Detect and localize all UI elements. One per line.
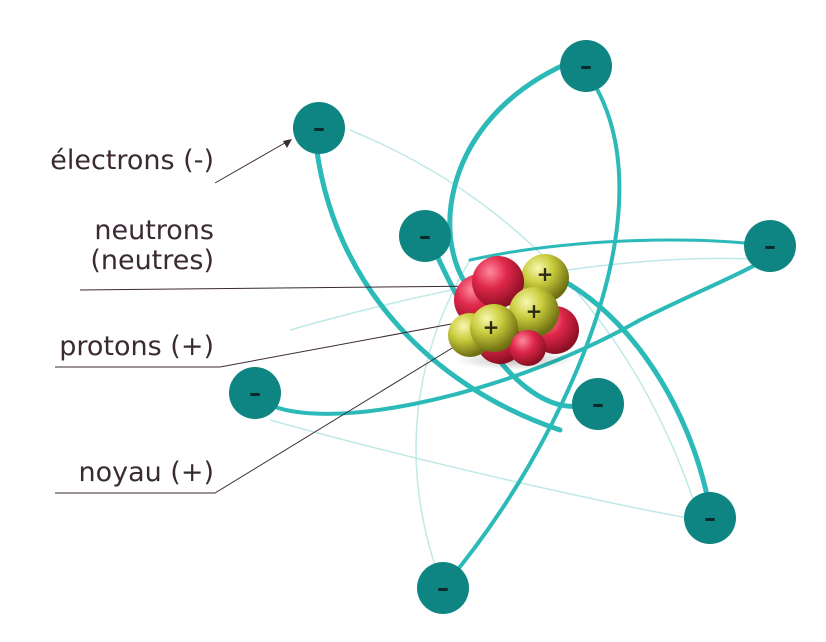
electron-8: – [417,562,469,614]
leader-protons [55,321,463,368]
orbit-faint-3 [415,259,471,581]
proton-front-1 [509,287,559,337]
svg-text:–: – [580,52,592,80]
electrons: – – – – – – – – [229,40,796,614]
orbit-2 [447,57,578,303]
label-neutrons-line1: neutrons [94,215,214,246]
nucleus: + + + [448,254,579,370]
orbit-1 [312,132,563,433]
svg-text:–: – [249,379,261,407]
neutron-front-2 [510,330,546,366]
orbits [253,57,778,587]
electron-6: – [572,378,624,430]
orbit-faint-4 [269,419,701,521]
electron-4: – [744,220,796,272]
svg-text:–: – [704,504,716,532]
electron-7: – [684,492,736,544]
leader-noyau [55,341,463,494]
proton-front-2 [470,304,518,352]
electron-3: – [399,210,451,262]
orbit-3 [443,68,622,587]
label-neutrons-line2: (neutres) [90,245,214,276]
label-electrons: électrons (-) [50,145,214,176]
electron-2: – [560,40,612,92]
orbit-7 [468,238,767,262]
leader-neutrons [79,285,489,291]
proton-sign-1: + [537,262,554,286]
label-noyau: noyau (+) [78,457,214,488]
svg-text:–: – [592,390,604,418]
svg-text:–: – [419,222,431,250]
neutron-front-1 [472,256,524,308]
svg-text:–: – [764,232,776,260]
leader-electrons [214,139,291,184]
svg-text:–: – [313,114,325,142]
svg-text:–: – [437,574,449,602]
leader-lines [55,139,489,494]
proton-sign-2: + [526,299,543,323]
orbit-4 [253,243,778,416]
proton-sign-3: + [483,315,500,339]
electron-5: – [229,367,281,419]
arrowhead-electrons [283,139,292,148]
orbit-6 [537,267,713,513]
label-protons: protons (+) [59,331,214,362]
label-neutrons: neutrons (neutres) [90,216,214,276]
electron-1: – [293,102,345,154]
